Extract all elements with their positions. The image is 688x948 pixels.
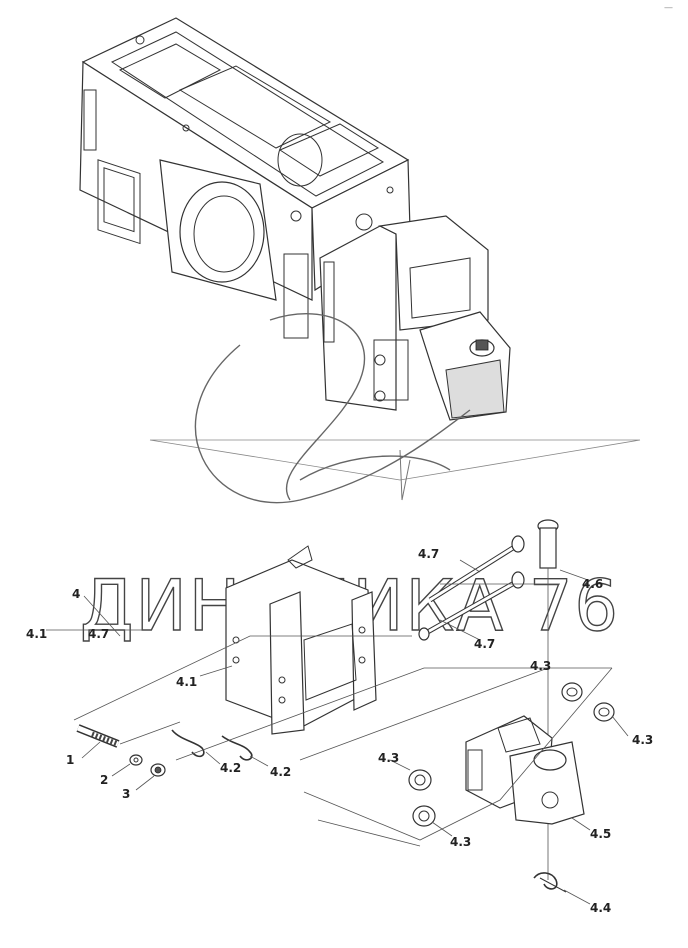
callout-4-7-left: 4.7: [88, 627, 109, 641]
bushing-4-3-d: [412, 805, 436, 827]
washer-2: [129, 754, 143, 766]
callout-4-1-left: 4.1: [26, 627, 47, 641]
callout-4-5: 4.5: [590, 827, 611, 841]
watermark-logo: [149, 313, 641, 504]
clip-4-2-a: [171, 729, 205, 758]
pin-4-7-b: [418, 571, 525, 641]
callout-4-2-a: 4.2: [220, 761, 241, 775]
corner-mark: —: [664, 3, 673, 13]
callout-4-3-bottom: 4.3: [450, 835, 471, 849]
swivel-block-4-5: [465, 715, 585, 825]
nut-3: [150, 763, 166, 777]
bushing-4-3-b: [593, 702, 615, 722]
callout-leaders: [46, 559, 629, 905]
callout-1: 1: [66, 753, 74, 767]
assembly-guide-lines: [73, 583, 613, 847]
pin-4-7-a: [428, 535, 525, 603]
gearbox-housing: [79, 17, 411, 301]
callout-4-3-left: 4.3: [378, 751, 399, 765]
callout-4-2-b: 4.2: [270, 765, 291, 779]
bolt-1: [76, 724, 120, 748]
callout-4-1: 4.1: [176, 675, 197, 689]
bushing-4-3-c: [408, 769, 432, 791]
callout-3: 3: [122, 787, 130, 801]
king-pin-4-6: [537, 519, 559, 880]
callout-4-7-top: 4.7: [418, 547, 439, 561]
hitch-bracket-assembly: [283, 215, 511, 421]
callout-4-3-top: 4.3: [530, 659, 551, 673]
bracket-body-4-1: [225, 545, 377, 735]
callout-4-3-right: 4.3: [632, 733, 653, 747]
bushing-4-3-a: [561, 682, 583, 702]
callout-2: 2: [100, 773, 108, 787]
clip-4-4: [533, 872, 567, 893]
callout-4: 4: [72, 587, 80, 601]
clip-4-2-b: [221, 735, 253, 761]
callout-4-4: 4.4: [590, 901, 611, 915]
callout-4-7-right: 4.7: [474, 637, 495, 651]
callout-4-6: 4.6: [582, 577, 603, 591]
